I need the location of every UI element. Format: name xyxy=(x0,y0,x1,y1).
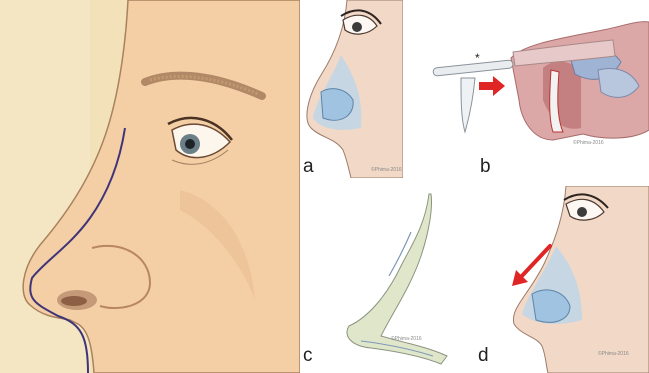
panel-d-signature: ©Phima-2016 xyxy=(598,351,629,357)
panel-label-c: c xyxy=(303,346,313,365)
panel-c-illustration xyxy=(301,186,461,373)
main-profile-illustration xyxy=(0,0,300,373)
panel-c: c ©Phima-2016 xyxy=(301,186,461,373)
panel-d-illustration xyxy=(470,186,649,373)
panel-label-b: b xyxy=(480,157,491,176)
panel-b-signature: ©Phima-2016 xyxy=(573,140,604,146)
panel-b-illustration xyxy=(403,0,649,178)
panel-c-signature: ©Phima-2016 xyxy=(391,336,422,342)
panel-b-asterisk: * xyxy=(475,52,480,64)
panel-label-a: a xyxy=(303,157,314,176)
panel-a-signature: ©Phima-2016 xyxy=(371,167,402,173)
panel-a: a ©Phima-2016 xyxy=(301,0,403,178)
panel-label-d: d xyxy=(478,346,489,365)
panel-a-illustration xyxy=(301,0,403,178)
panel-d: d ©Phima-2016 xyxy=(470,186,649,373)
main-nose-profile xyxy=(0,0,300,373)
panel-b: * b ©Phima-2016 xyxy=(403,0,649,178)
